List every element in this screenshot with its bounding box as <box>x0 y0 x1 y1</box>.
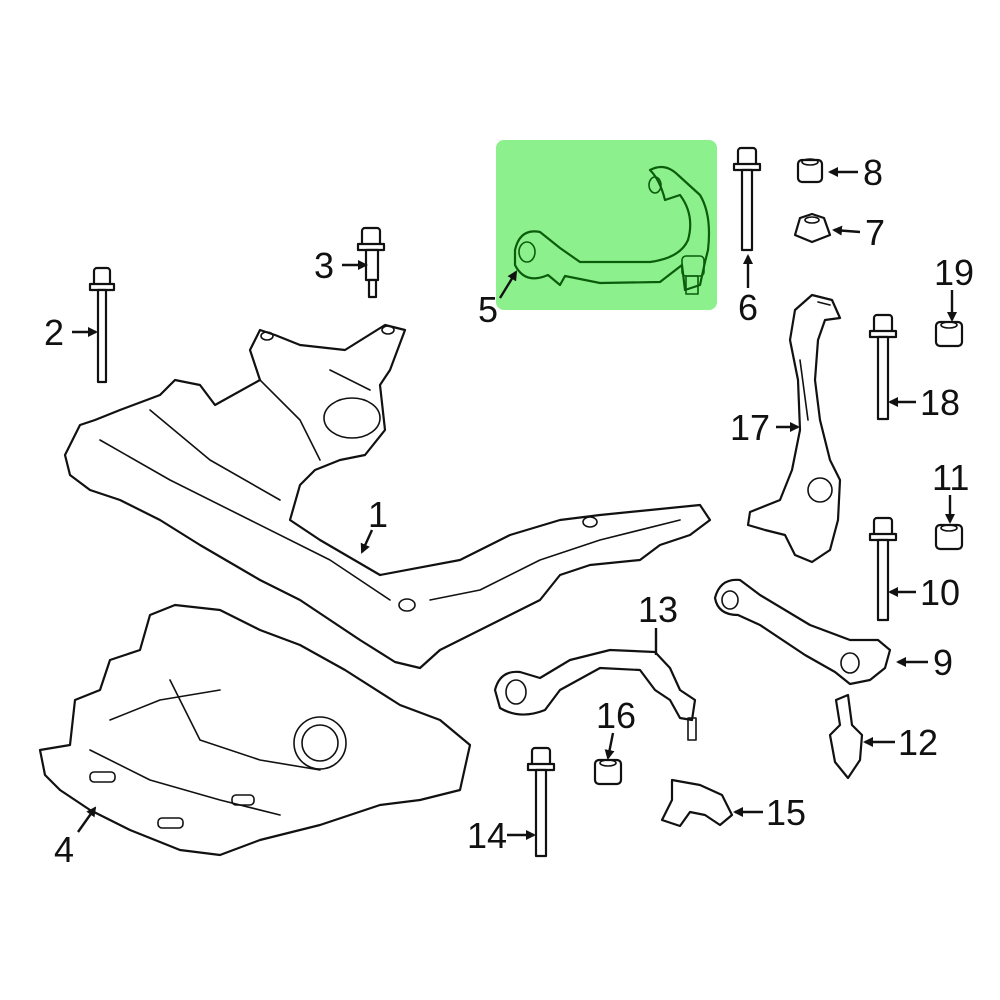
callout-2[interactable]: 2 <box>44 312 64 353</box>
callout-15[interactable]: 15 <box>766 792 806 833</box>
part-19-nut[interactable] <box>934 320 964 348</box>
callout-labels: 1 2 3 4 5 6 7 8 9 10 11 12 13 14 15 16 1… <box>44 152 974 870</box>
callout-6[interactable]: 6 <box>738 287 758 328</box>
part-4-underbody-shield[interactable] <box>38 603 472 857</box>
callout-13[interactable]: 13 <box>638 589 678 630</box>
part-8-nut[interactable] <box>796 158 824 184</box>
callout-16[interactable]: 16 <box>596 695 636 736</box>
part-2-bolt[interactable] <box>88 266 116 384</box>
part-6-bolt[interactable] <box>732 146 762 252</box>
callout-12[interactable]: 12 <box>898 722 938 763</box>
callout-19[interactable]: 19 <box>934 252 974 293</box>
callout-11[interactable]: 11 <box>932 457 969 498</box>
highlight-box-part-5[interactable] <box>496 140 717 310</box>
part-15-bracket[interactable] <box>660 778 734 828</box>
part-7-nut[interactable] <box>793 212 832 244</box>
part-14-bolt[interactable] <box>526 746 556 858</box>
part-10-bolt[interactable] <box>868 516 898 622</box>
callout-3[interactable]: 3 <box>314 245 334 286</box>
part-16-nut[interactable] <box>593 758 623 786</box>
callout-18[interactable]: 18 <box>920 382 960 423</box>
part-13-front-control-arm[interactable] <box>493 648 697 741</box>
callout-1[interactable]: 1 <box>368 494 388 535</box>
part-12-ball-joint[interactable] <box>828 693 864 780</box>
part-11-nut[interactable] <box>934 523 964 551</box>
part-1-subframe[interactable] <box>63 323 712 670</box>
leader-lines <box>72 167 957 840</box>
part-5-upper-control-arm[interactable] <box>513 165 711 295</box>
part-17-steering-knuckle[interactable] <box>746 293 842 564</box>
part-3-bolt[interactable] <box>356 226 386 299</box>
callout-8[interactable]: 8 <box>863 152 883 193</box>
callout-9[interactable]: 9 <box>933 642 953 683</box>
callout-17[interactable]: 17 <box>730 407 770 448</box>
callout-14[interactable]: 14 <box>467 815 507 856</box>
part-9-lower-control-arm[interactable] <box>713 578 892 686</box>
callout-5[interactable]: 5 <box>478 289 498 330</box>
callout-10[interactable]: 10 <box>920 572 960 613</box>
callout-7[interactable]: 7 <box>865 212 885 253</box>
callout-4[interactable]: 4 <box>54 829 74 870</box>
part-18-bolt[interactable] <box>868 313 898 421</box>
